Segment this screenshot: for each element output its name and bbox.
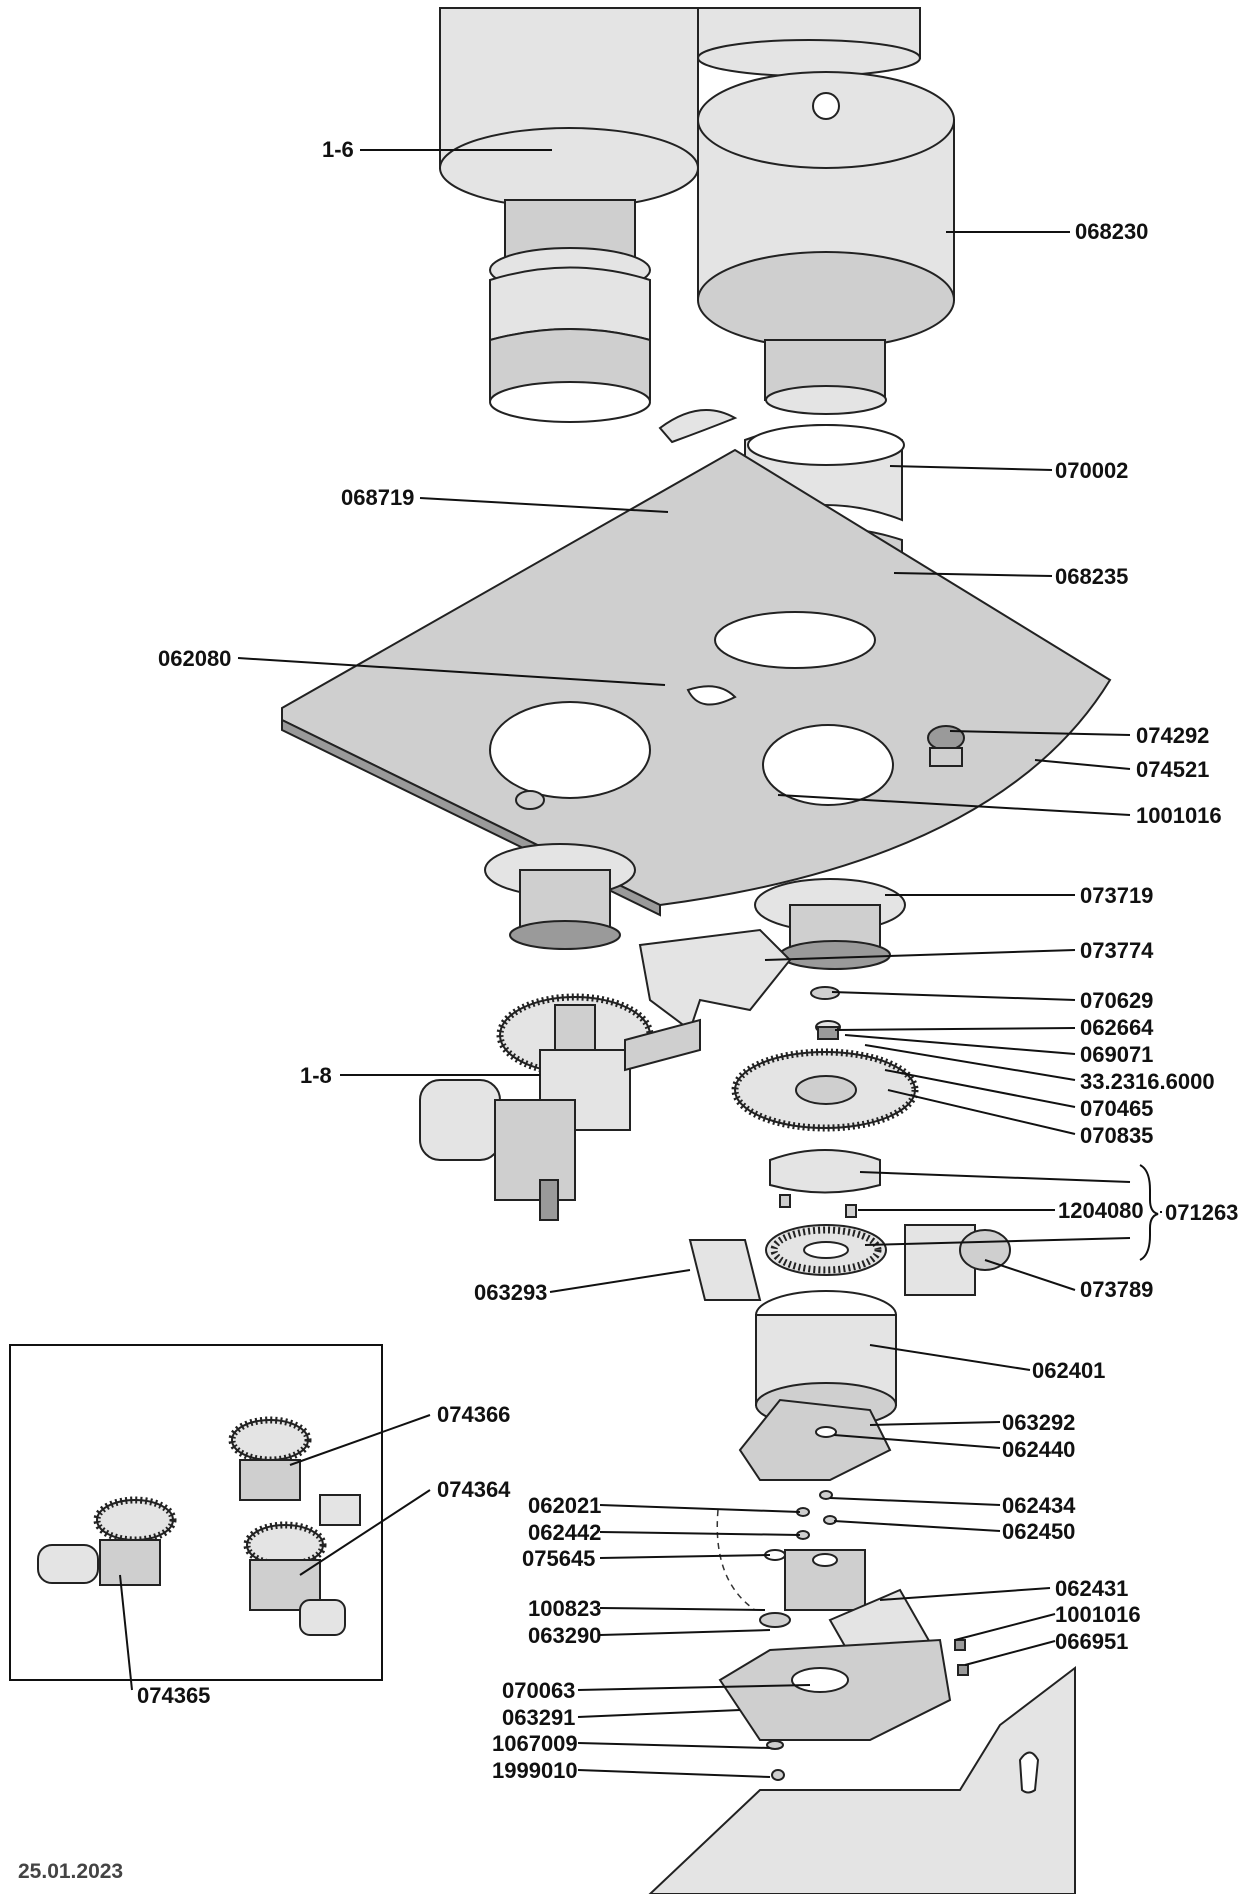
label-062450: 062450: [1002, 1519, 1075, 1544]
label-071263: 071263: [1165, 1200, 1238, 1225]
label-062431: 062431: [1055, 1576, 1128, 1601]
label-062401: 062401: [1032, 1358, 1105, 1383]
wedge-part: [658, 409, 738, 444]
frame-panel: [648, 1665, 1076, 1894]
group-bracket-071263: [1139, 1164, 1159, 1261]
label-1001016-a: 1001016: [1136, 803, 1222, 828]
inset-grinder-a: [228, 1416, 312, 1501]
label-1204080: 1204080: [1058, 1198, 1144, 1223]
label-074521: 074521: [1136, 757, 1209, 782]
label-062021: 062021: [528, 1493, 601, 1518]
plate-063292: [738, 1398, 892, 1481]
label-1067009: 1067009: [492, 1731, 578, 1756]
label-068235: 068235: [1055, 564, 1128, 589]
label-062080: 062080: [158, 646, 231, 671]
assembly-path: [716, 1509, 756, 1611]
label-062440: 062440: [1002, 1437, 1075, 1462]
label-063293: 063293: [474, 1280, 547, 1305]
label-070629: 070629: [1080, 988, 1153, 1013]
under-plate-cups: [484, 843, 906, 970]
leader-lines: [119, 149, 1162, 1778]
label-062442: 062442: [528, 1520, 601, 1545]
label-070465: 070465: [1080, 1096, 1153, 1121]
label-070835: 070835: [1080, 1123, 1153, 1148]
hopper-back: [697, 7, 921, 77]
label-073719: 073719: [1080, 883, 1153, 908]
grinder-1-8: [419, 993, 701, 1221]
label-063290: 063290: [528, 1623, 601, 1648]
label-068230: 068230: [1075, 219, 1148, 244]
label-062664: 062664: [1080, 1015, 1154, 1040]
label-063291: 063291: [502, 1705, 575, 1730]
inset-grinder-b: [243, 1521, 346, 1636]
label-073774: 073774: [1080, 938, 1154, 963]
label-070002: 070002: [1055, 458, 1128, 483]
label-063292: 063292: [1002, 1410, 1075, 1435]
label-073789: 073789: [1080, 1277, 1153, 1302]
label-068719: 068719: [341, 485, 414, 510]
microswitch-073789: [904, 1224, 1011, 1296]
screw-1999010: [771, 1769, 785, 1781]
label-33-2316-6000: 33.2316.6000: [1080, 1069, 1215, 1094]
label-070063: 070063: [502, 1678, 575, 1703]
label-074292: 074292: [1136, 723, 1209, 748]
connector-063293: [688, 1239, 762, 1301]
label-100823: 100823: [528, 1596, 601, 1621]
label-1999010: 1999010: [492, 1758, 578, 1783]
date-stamp: 25.01.2023: [18, 1860, 123, 1883]
hopper-left: [439, 7, 699, 423]
label-074365: 074365: [137, 1683, 210, 1708]
bushing-100823: [759, 1612, 791, 1628]
hopper-right: [697, 71, 955, 415]
label-074364: 074364: [437, 1477, 511, 1502]
bracket-073774: [638, 928, 792, 1032]
label-066951: 066951: [1055, 1629, 1128, 1654]
burr-set: [765, 1194, 887, 1276]
label-075645: 075645: [522, 1546, 595, 1571]
part-labels: 1-6 068230 070002 068719 068235 062080 0…: [137, 137, 1238, 1783]
washer-062434: [819, 1490, 833, 1500]
inset-box: [9, 1344, 383, 1681]
adjust-stack: [731, 986, 919, 1194]
washer-1067009: [766, 1740, 784, 1750]
label-1-6: 1-6: [322, 137, 354, 162]
inset-switch: [319, 1494, 361, 1526]
screw-062450: [823, 1515, 837, 1525]
label-1001016-b: 1001016: [1055, 1602, 1141, 1627]
label-062434: 062434: [1002, 1493, 1076, 1518]
washer-062440: [815, 1426, 837, 1438]
label-069071: 069071: [1080, 1042, 1153, 1067]
main-plate: [281, 448, 1112, 917]
label-074366: 074366: [437, 1402, 510, 1427]
label-1-8: 1-8: [300, 1063, 332, 1088]
inset-grinder-c: [37, 1496, 177, 1586]
